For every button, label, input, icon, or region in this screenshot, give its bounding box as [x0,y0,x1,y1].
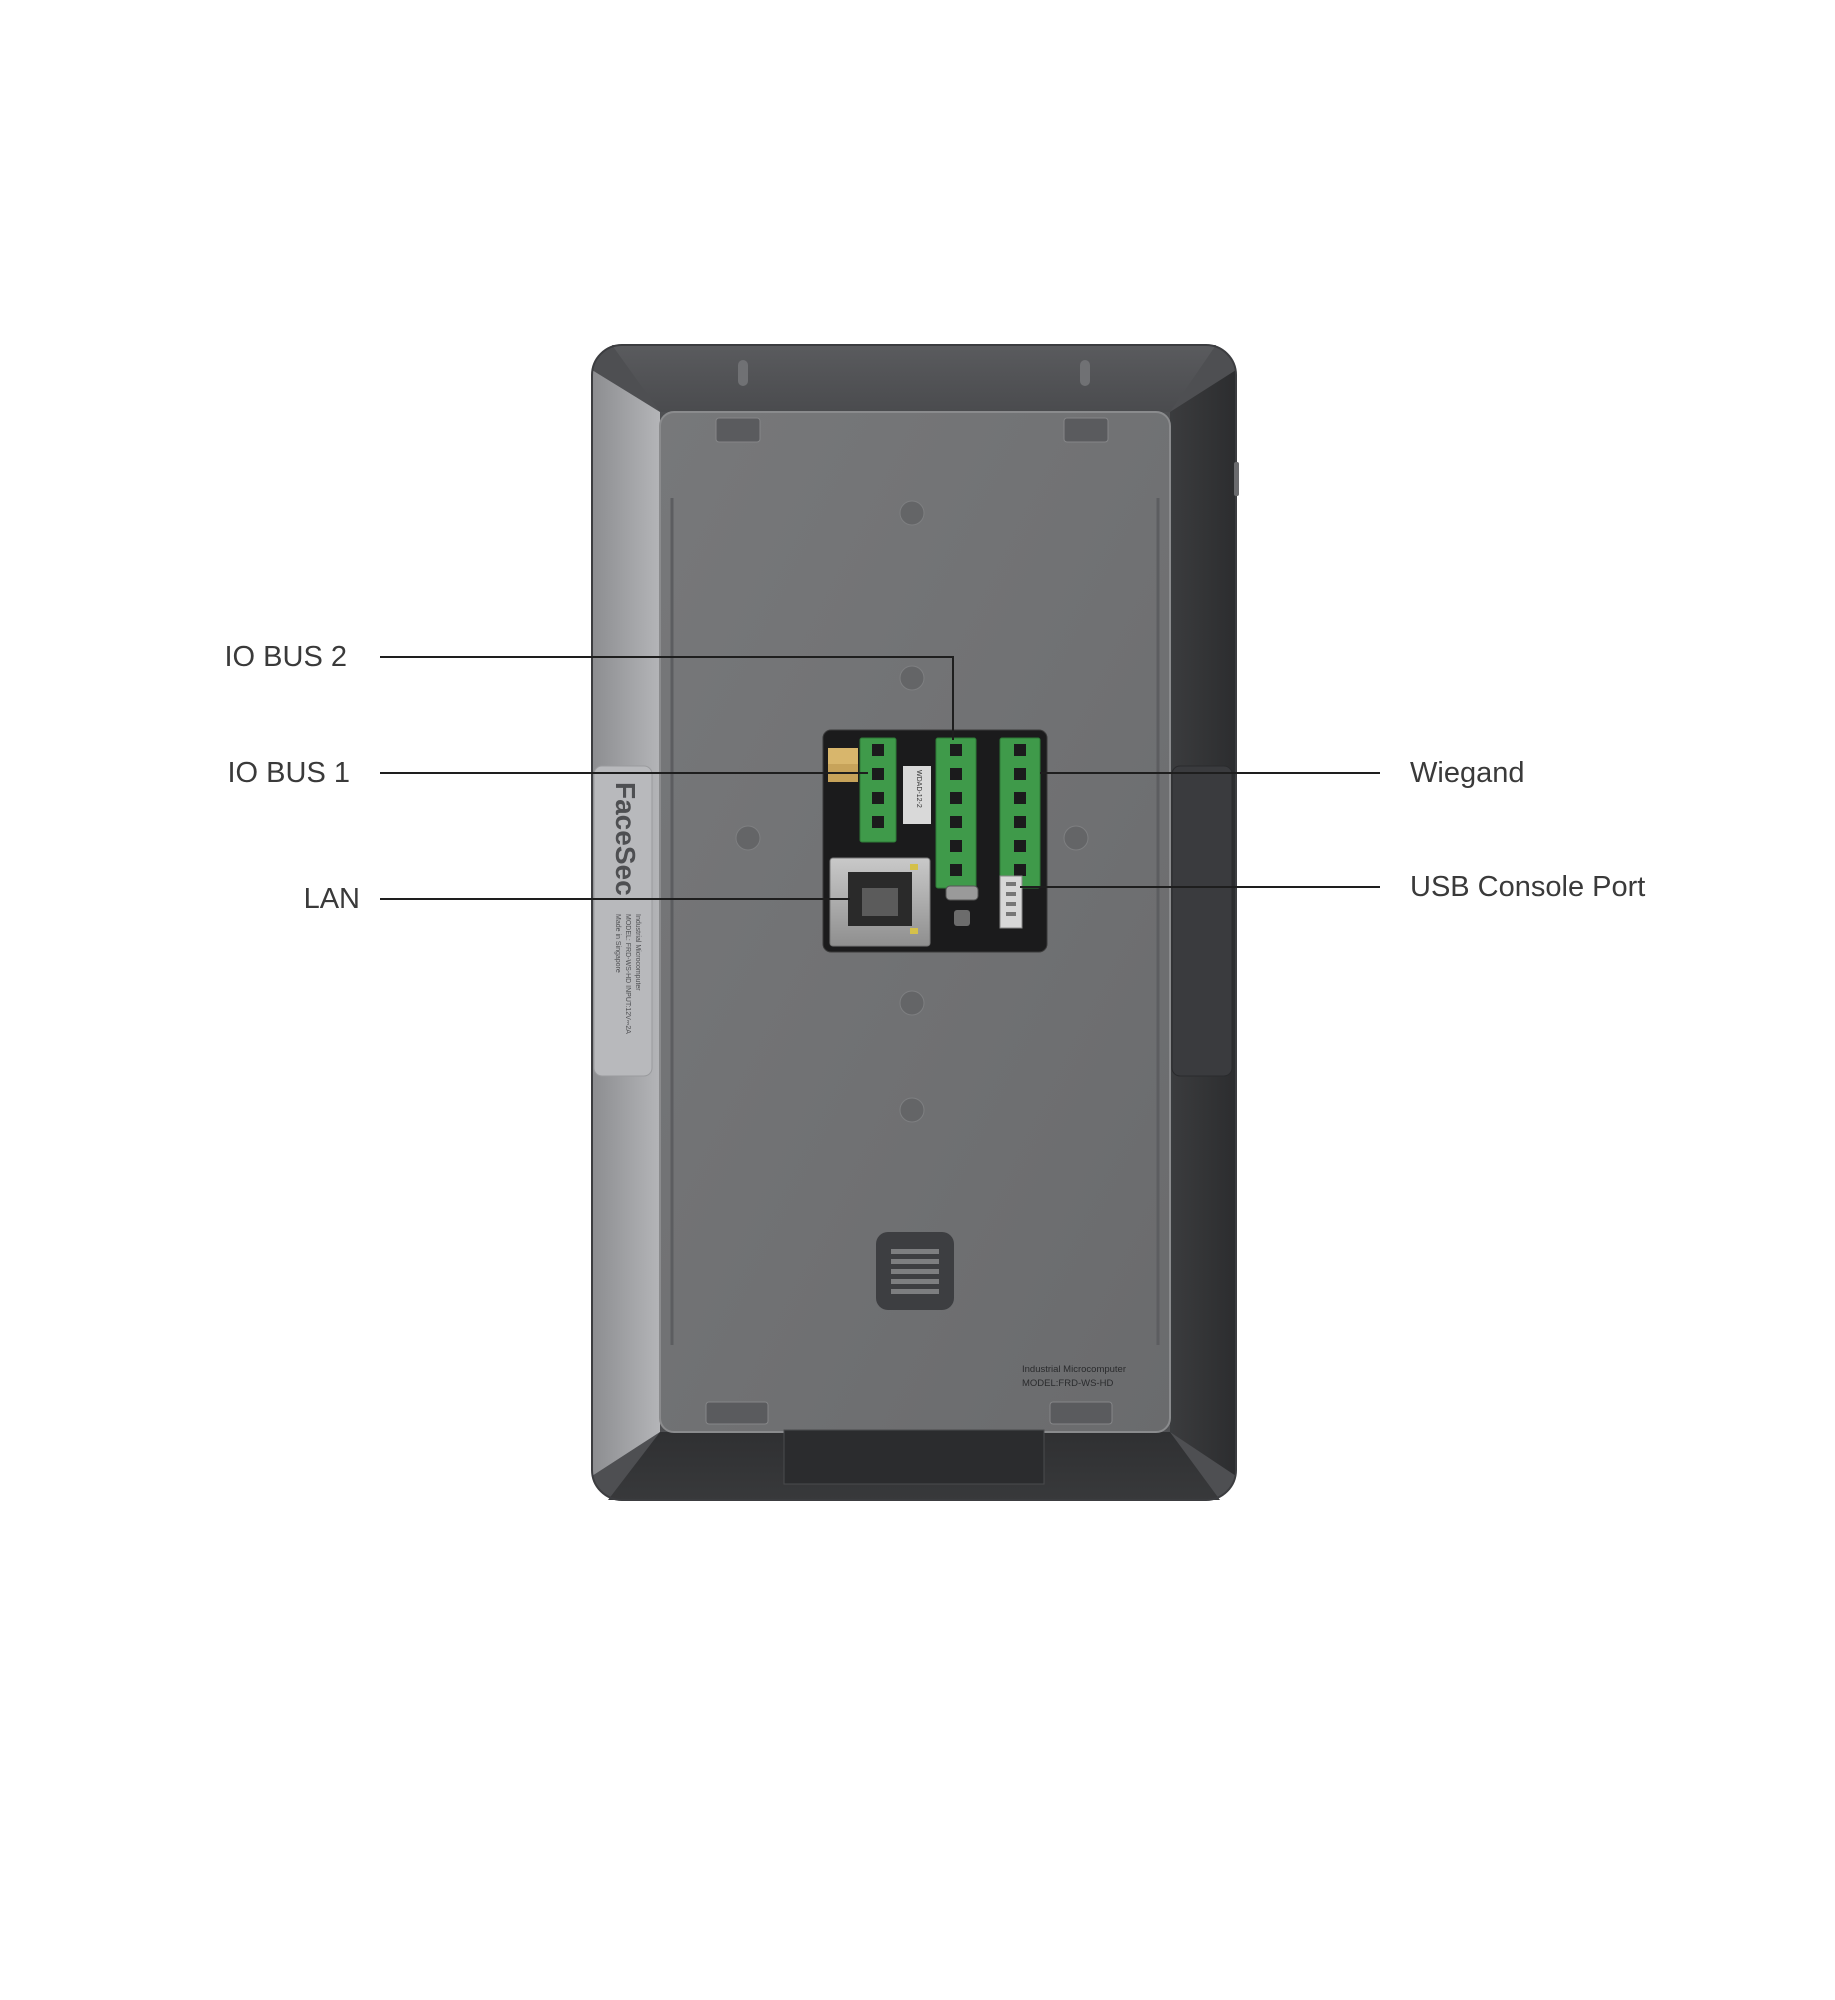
leader-wiegand [1040,772,1380,774]
speaker-grill [876,1232,954,1310]
label-io-bus-2: IO BUS 2 [224,641,348,673]
mount-hook [738,360,748,386]
side-label-line1: Industrial Microcomputer [634,914,641,991]
back-label-line2: MODEL:FRD-WS-HD [1022,1378,1113,1389]
screw-hole [899,1097,925,1123]
leader-io-bus-2 [380,656,954,658]
connector-board: WDAD-12-2 [822,729,1048,953]
top-bezel [612,345,1216,412]
latch-clip [705,1401,769,1425]
back-label-line1: Industrial Microcomputer [1022,1364,1126,1375]
lan-port [829,857,931,947]
capacitor [828,748,858,764]
leader-usb-console-port [1020,886,1380,888]
mount-hook [1080,360,1090,386]
usb-console-port [945,875,1023,929]
latch-clip [1049,1401,1113,1425]
brand-text: FaceSec [610,782,641,896]
screw-hole [899,665,925,691]
label-usb-console-port: USB Console Port [1410,871,1646,903]
side-recess [1171,765,1233,1077]
io-bus-1-terminal [859,737,897,843]
leader-io-bus-2-drop [952,656,954,740]
latch-clip [715,417,761,443]
side-label: FaceSec Industrial Microcomputer MODEL: … [593,765,653,1077]
leader-lan [380,898,850,900]
label-lan: LAN [303,883,360,915]
label-wiegand: Wiegand [1410,757,1525,789]
screw-hole [899,500,925,526]
wiegand-terminal [999,737,1041,889]
screw-hole [1063,825,1089,851]
side-button [1234,462,1239,496]
screw-hole [735,825,761,851]
side-label-line2: MODEL: FRD-WS-HD INPUT:12V⎓2A [624,914,631,1034]
pcb-marking: WDAD-12-2 [915,770,922,808]
io-bus-2-terminal [935,737,977,889]
screw-hole [899,990,925,1016]
bottom-tab [783,1429,1045,1485]
side-label-line3: Made in Singapore [614,914,621,973]
latch-clip [1063,417,1109,443]
leader-io-bus-1 [380,772,868,774]
label-io-bus-1: IO BUS 1 [227,757,351,789]
